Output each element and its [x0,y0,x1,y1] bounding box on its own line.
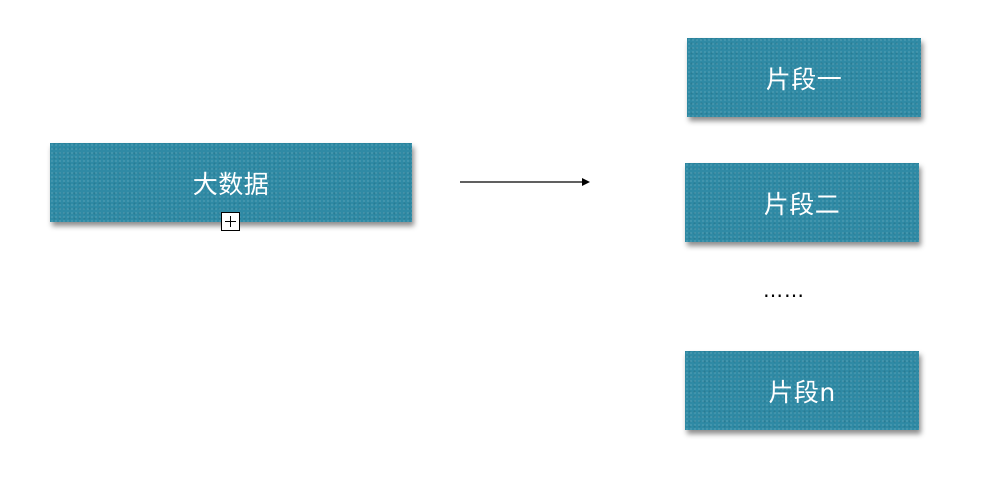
expand-plus-icon[interactable] [221,212,240,231]
segment-label-n: 片段n [768,377,836,407]
big-data-box: 大数据 [50,143,412,222]
big-data-label: 大数据 [192,169,270,199]
segment-box-1: 片段一 [687,38,921,117]
segment-box-n: 片段n [685,351,919,430]
segment-box-2: 片段二 [685,163,919,242]
segment-label-2: 片段二 [763,189,841,219]
arrow-head [582,178,590,186]
split-arrow [460,178,590,186]
ellipsis-text: …… [763,278,805,302]
segment-label-1: 片段一 [765,64,843,94]
